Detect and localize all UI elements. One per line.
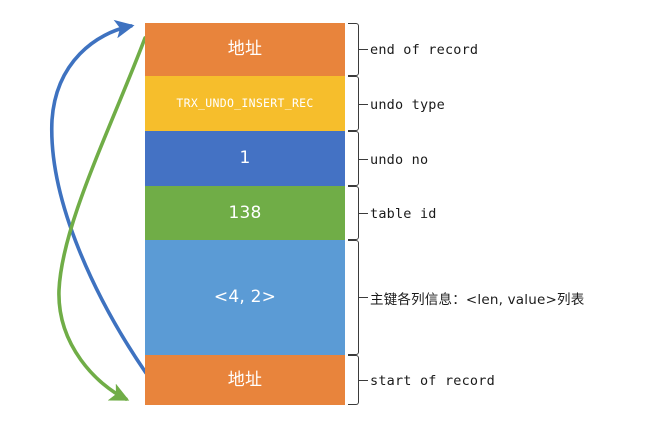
field-cell-primary-key-columns[interactable]: <4, 2> [145, 240, 345, 355]
bracket-end-of-record-pointer [348, 23, 359, 76]
field-value-start-of-record-pointer: 地址 [227, 369, 263, 390]
tick-undo-no [359, 159, 368, 160]
field-cell-start-of-record-pointer[interactable]: 地址 [145, 355, 345, 405]
field-cell-undo-type[interactable]: TRX_UNDO_INSERT_REC [145, 76, 345, 131]
field-value-undo-no: 1 [239, 148, 251, 169]
label-undo-type: undo type [370, 97, 445, 113]
field-cell-end-of-record-pointer[interactable]: 地址 [145, 23, 345, 76]
label-end-of-record-pointer: end of record [370, 42, 479, 58]
bracket-undo-type [348, 76, 359, 131]
field-value-end-of-record-pointer: 地址 [227, 39, 263, 60]
bracket-start-of-record-pointer [348, 355, 359, 405]
label-start-of-record-pointer: start of record [370, 373, 495, 389]
field-value-undo-type: TRX_UNDO_INSERT_REC [176, 96, 314, 111]
blue-pointer-arrow-path [50, 19, 148, 375]
bracket-primary-key-columns [348, 240, 359, 355]
tick-undo-type [359, 104, 368, 105]
label-primary-key-columns: 主键各列信息：<len, value>列表 [370, 292, 585, 308]
undo-record-stack: 地址 TRX_UNDO_INSERT_REC 1 138 <4, 2> 地址 [145, 23, 345, 405]
label-table-id: table id [370, 206, 437, 222]
bracket-undo-no [348, 131, 359, 186]
green-pointer-arrow-path [57, 36, 147, 401]
label-undo-no: undo no [370, 152, 429, 168]
field-value-primary-key-columns: <4, 2> [213, 287, 277, 308]
tick-primary-key-columns [359, 297, 368, 298]
field-value-table-id: 138 [228, 202, 262, 223]
tick-table-id [359, 213, 368, 214]
tick-end-of-record-pointer [359, 49, 368, 50]
bracket-table-id [348, 186, 359, 240]
field-cell-table-id[interactable]: 138 [145, 186, 345, 240]
field-cell-undo-no[interactable]: 1 [145, 131, 345, 186]
tick-start-of-record-pointer [359, 380, 368, 381]
